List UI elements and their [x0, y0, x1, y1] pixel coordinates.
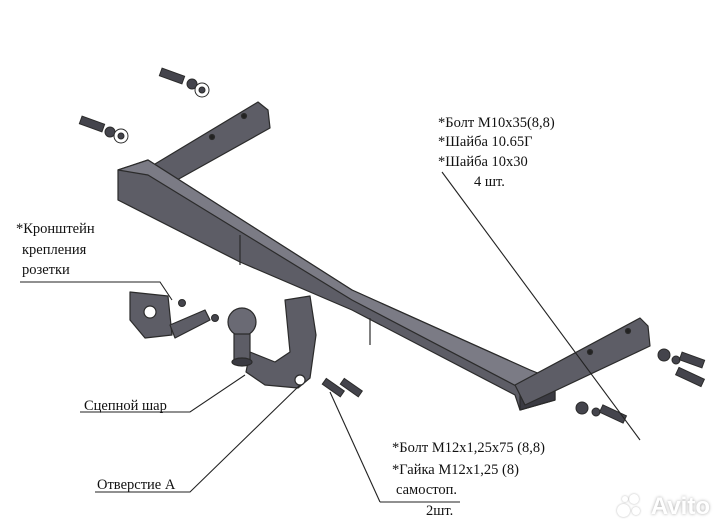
label-bolt-m10-line3: *Шайба 10х30 — [438, 154, 528, 170]
label-bolt-m10-line1: *Болт М10х35(8,8) — [438, 115, 555, 131]
towbar-frame — [117, 101, 651, 411]
bracket-nut — [178, 299, 219, 322]
label-bolt-m12-line1: *Болт М12х1,25х75 (8,8) — [392, 440, 546, 456]
label-bolt-m10-line2: *Шайба 10.65Г — [438, 134, 533, 150]
label-socket-bracket-line3: розетки — [22, 262, 70, 278]
bolt-set-right-3 — [674, 366, 706, 388]
label-bolt-m10-qty: 4 шт. — [474, 174, 505, 190]
leader-lines — [20, 171, 641, 503]
label-tow-ball: Сцепной шар — [84, 398, 167, 414]
ball-mount-arm — [245, 295, 317, 389]
bolt-set-right-2 — [575, 401, 628, 424]
fasteners — [78, 67, 706, 424]
tow-ball — [227, 307, 257, 337]
label-bolt-m12-qty: 2шт. — [426, 503, 454, 519]
bolt-set-right-1 — [657, 348, 706, 369]
label-socket-bracket-line1: *Кронштейн — [16, 221, 95, 237]
avito-logo-icon — [615, 492, 645, 522]
avito-watermark: Avito — [615, 492, 710, 522]
avito-watermark-text: Avito — [650, 493, 710, 520]
label-hole-a: Отверстие А — [97, 477, 176, 493]
bolt-set-top-left-2 — [78, 115, 129, 144]
bolt-m12-set — [321, 377, 364, 398]
label-bolt-m12-line2: *Гайка М12х1,25 (8) — [392, 462, 519, 478]
label-bolt-m12-line3: самостоп. — [396, 482, 458, 498]
label-socket-bracket-line2: крепления — [22, 242, 87, 258]
bolt-set-top-left-1 — [158, 67, 210, 98]
